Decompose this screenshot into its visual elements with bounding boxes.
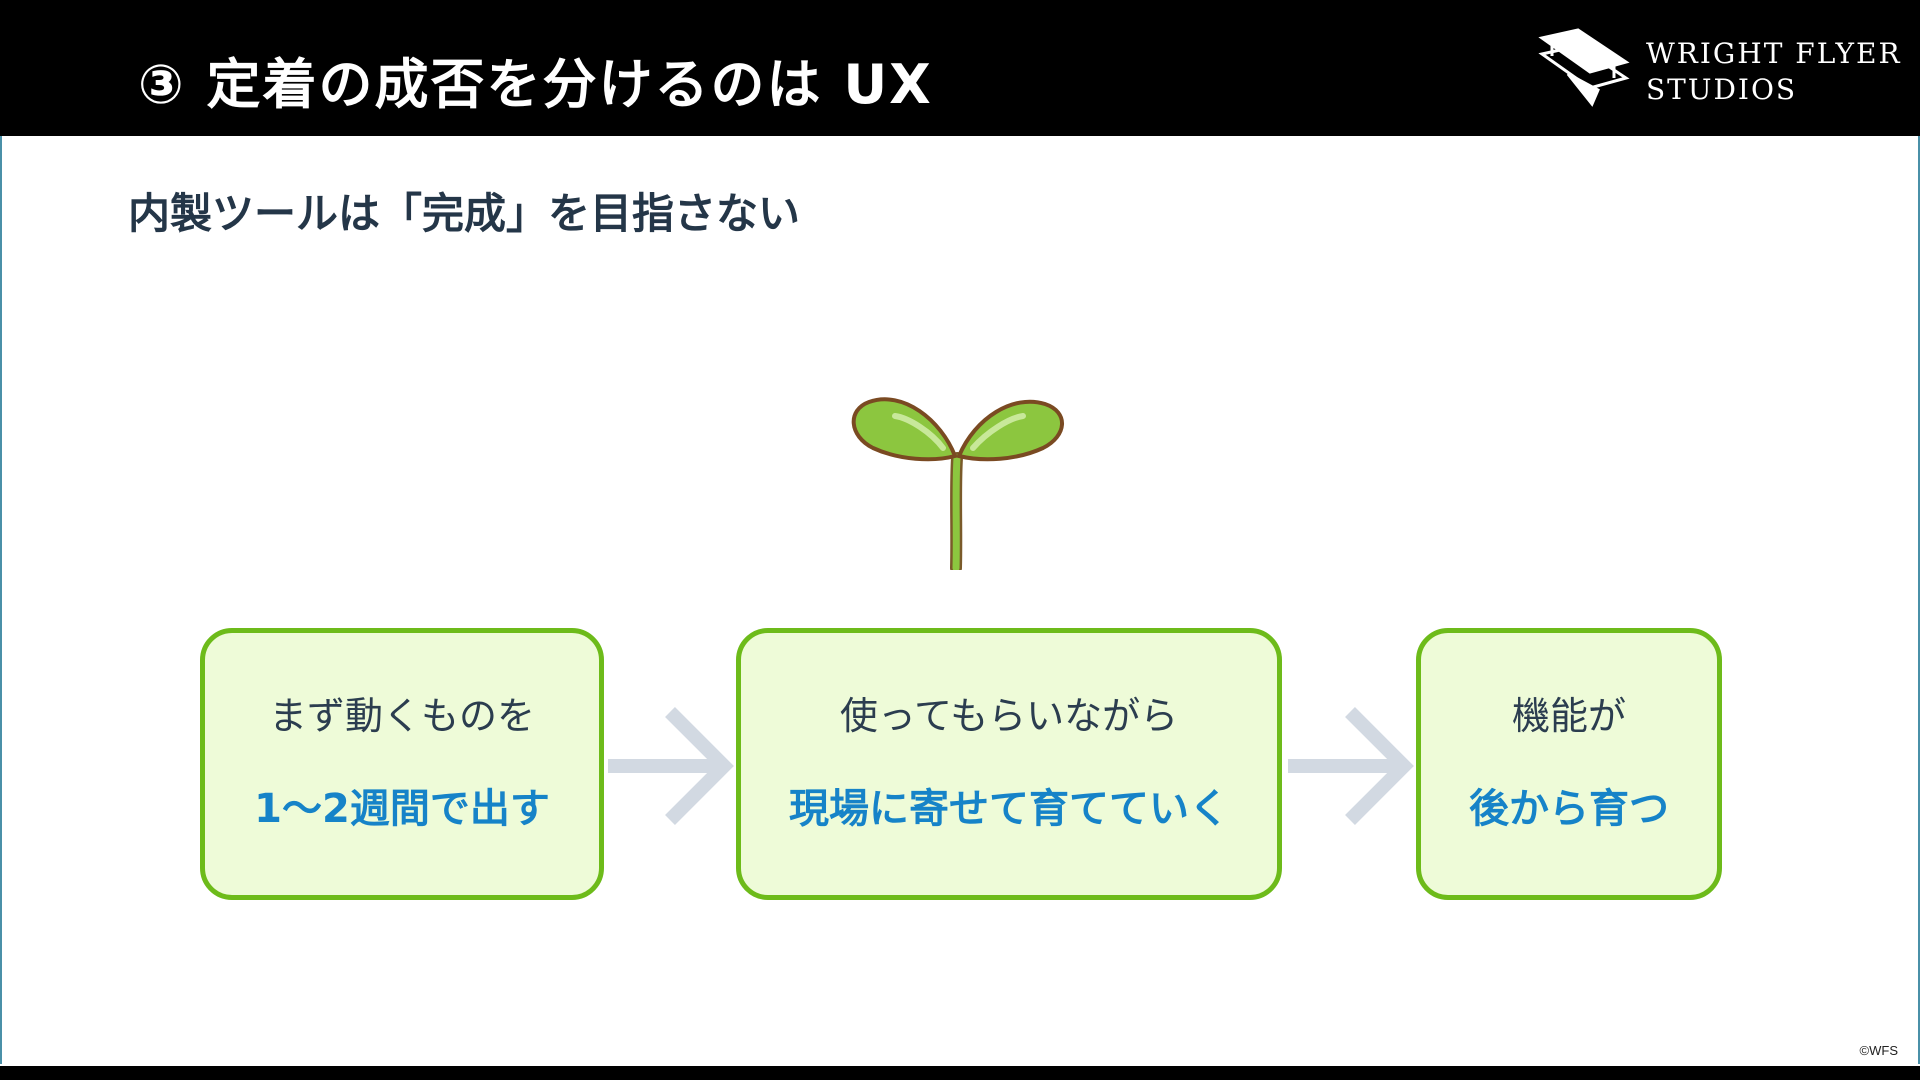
logo-line-1: WRIGHT FLYER bbox=[1646, 37, 1902, 70]
header-bar: ③ 定着の成否を分けるのは UX WRIGHT FLYER STUDIOS bbox=[0, 0, 1920, 136]
page-title: ③ 定着の成否を分けるのは UX bbox=[138, 53, 933, 116]
logo-wordmark: WRIGHT FLYER STUDIOS bbox=[1646, 36, 1902, 108]
step-1-emphasis: 1～2週間で出す bbox=[254, 786, 550, 832]
step-2-label: 使ってもらいながら bbox=[839, 694, 1179, 738]
chevron-arrow-right-icon bbox=[1288, 707, 1414, 825]
step-box-1: まず動くものを 1～2週間で出す bbox=[200, 628, 604, 900]
chevron-arrow-right-icon bbox=[608, 707, 734, 825]
step-3-label: 機能が bbox=[1511, 694, 1626, 738]
logo-line-2: STUDIOS bbox=[1646, 73, 1798, 106]
company-logo: WRIGHT FLYER STUDIOS bbox=[1538, 28, 1900, 112]
copyright-text: ©WFS bbox=[1859, 1043, 1898, 1058]
step-box-2: 使ってもらいながら 現場に寄せて育てていく bbox=[736, 628, 1282, 900]
bottom-bar bbox=[0, 1066, 1920, 1080]
slide-subtitle: 内製ツールは「完成」を目指さない bbox=[128, 189, 801, 238]
step-box-3: 機能が 後から育つ bbox=[1416, 628, 1722, 900]
content-frame bbox=[0, 136, 1920, 1064]
biplane-logo-icon bbox=[1538, 28, 1630, 107]
step-1-label: まず動くものを bbox=[268, 694, 535, 738]
sprout-icon bbox=[851, 397, 1064, 570]
step-3-emphasis: 後から育つ bbox=[1469, 786, 1669, 832]
step-2-emphasis: 現場に寄せて育てていく bbox=[789, 786, 1229, 832]
